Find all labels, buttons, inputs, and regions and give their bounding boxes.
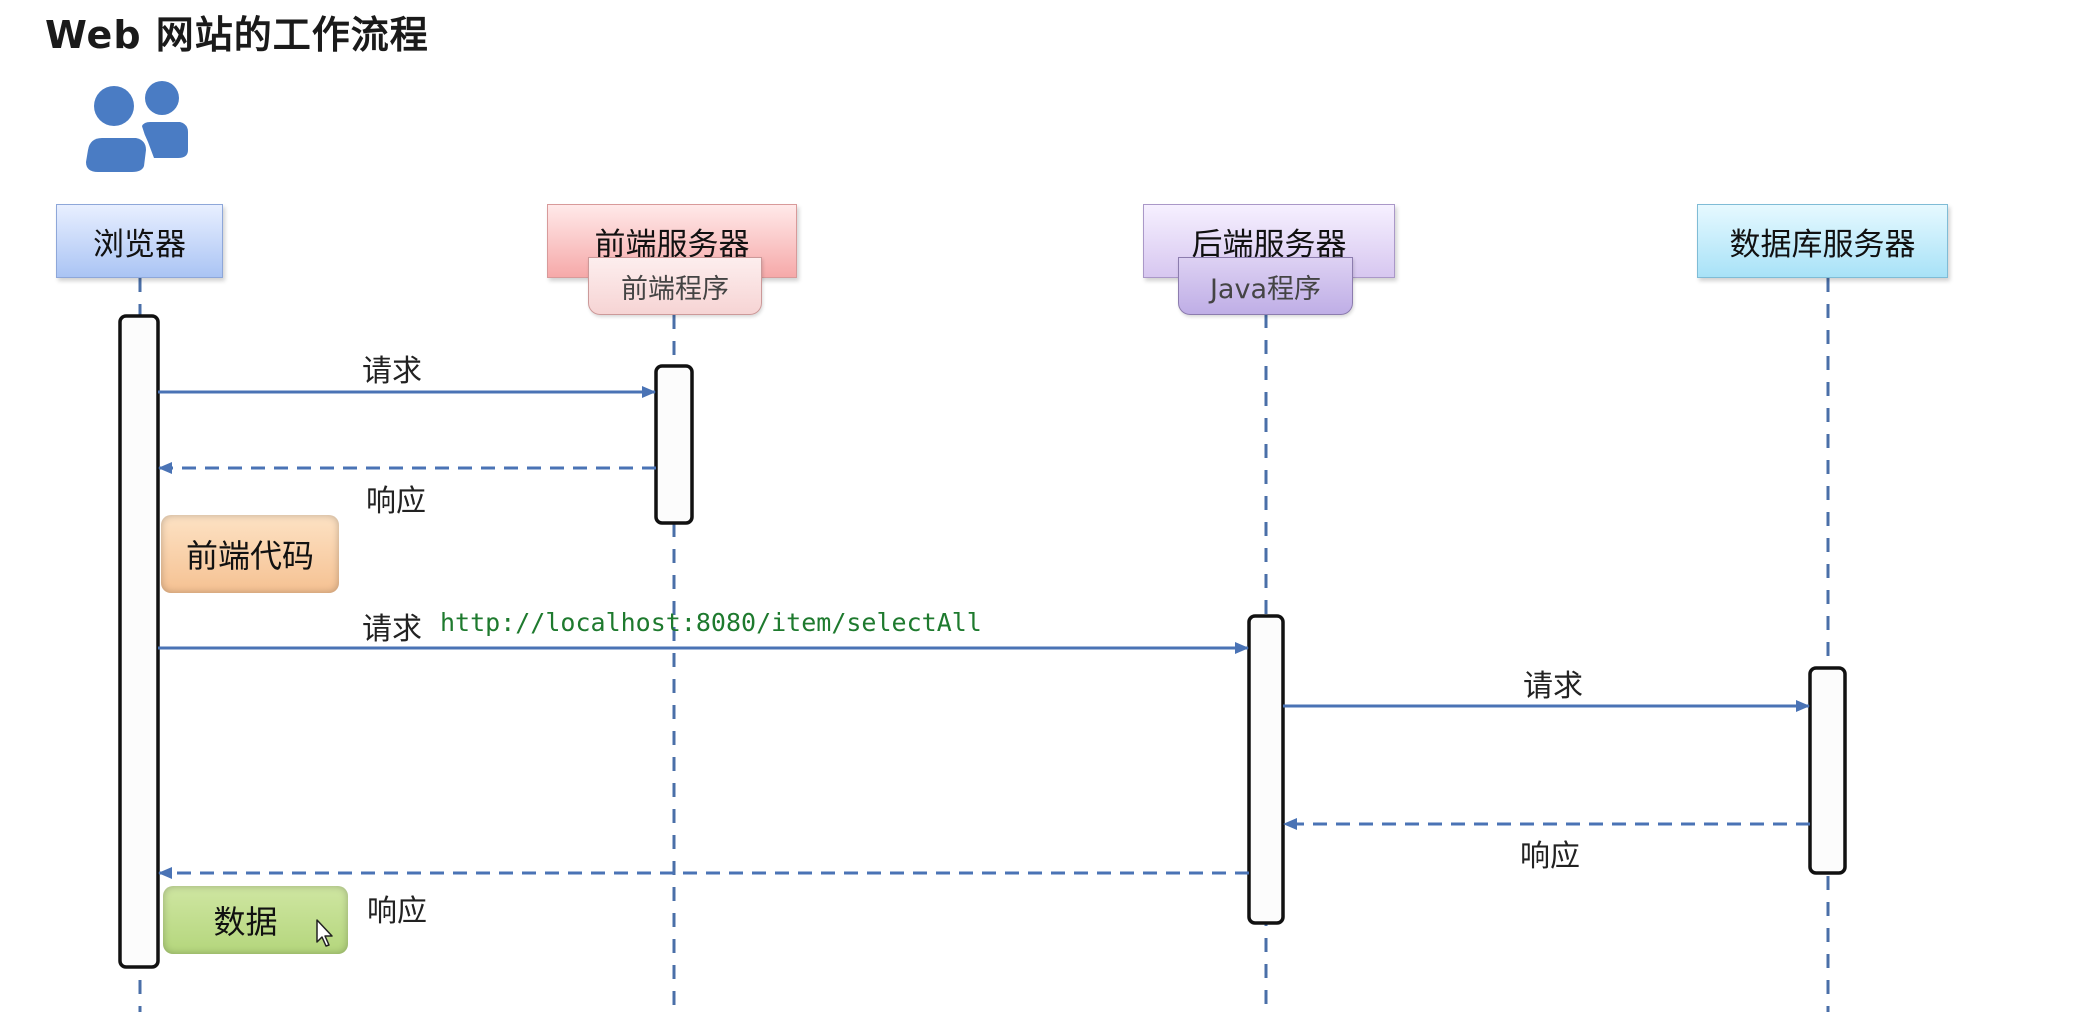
participant-database-server: 数据库服务器: [1697, 204, 1948, 278]
note-frontend-code: 前端代码: [161, 515, 339, 593]
note-data-label: 数据: [213, 903, 278, 941]
activation-bar-backend-server: [1247, 614, 1285, 925]
message-label-response-1: 响应: [366, 484, 426, 519]
message-label-request-3: 请求: [1523, 669, 1583, 704]
mouse-cursor-icon: [316, 919, 333, 947]
message-label-request-2: 请求: [362, 612, 422, 647]
message-label-request-1: 请求: [362, 354, 422, 389]
note-frontend-code-label: 前端代码: [185, 537, 314, 575]
frontend-program-label: 前端程序: [621, 273, 729, 305]
activation-bar-frontend-server: [654, 364, 694, 525]
activation-bar-browser: [118, 314, 160, 969]
message-label-response-3: 响应: [367, 894, 427, 929]
request-url: http://localhost:8080/item/selectAll: [440, 608, 982, 637]
participant-browser-label: 浏览器: [93, 226, 186, 263]
participant-database-server-label: 数据库服务器: [1729, 226, 1916, 263]
message-label-response-2: 响应: [1520, 839, 1580, 874]
frontend-program-box: 前端程序: [588, 257, 762, 315]
users-icon: [86, 81, 188, 172]
java-program-label: Java程序: [1209, 273, 1322, 305]
java-program-box: Java程序: [1178, 257, 1353, 315]
activation-bar-database-server: [1808, 666, 1847, 875]
participant-browser: 浏览器: [56, 204, 223, 278]
page-title: Web 网站的工作流程: [45, 13, 429, 57]
